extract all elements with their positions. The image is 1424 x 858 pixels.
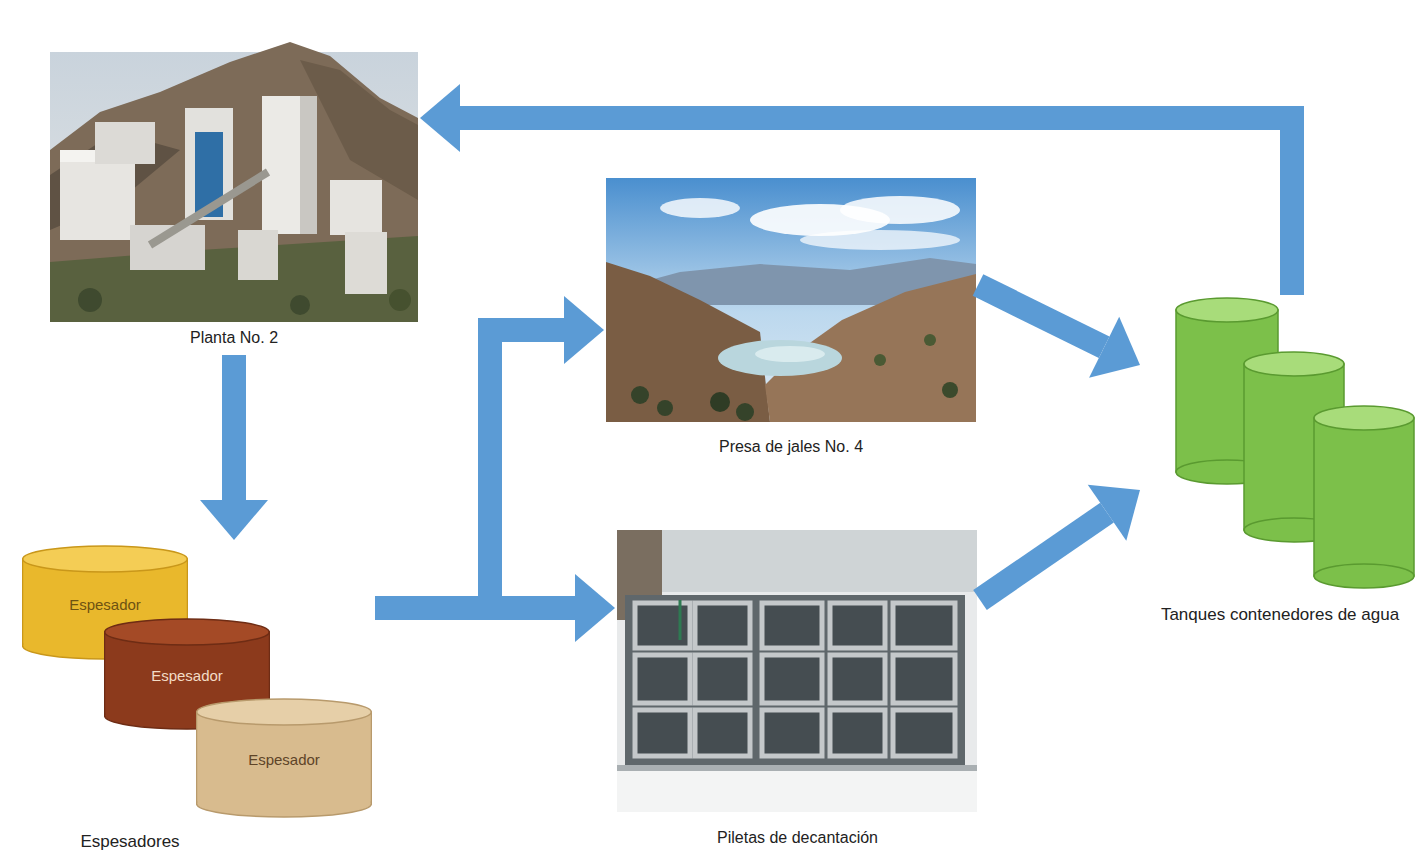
plant-photo [50,42,418,322]
arrow-shaft [460,118,1292,295]
photo-node: Piletas de decantación [615,528,980,853]
cylinder-label: Espesador [67,595,143,615]
arrow-head [1088,485,1140,541]
node-caption: Planta No. 2 [188,328,280,348]
flow-arrow [420,84,1292,295]
node-caption: Tanques contenedores de agua [1159,605,1401,625]
cylinder-label: Espesador [246,750,322,770]
thickener-cylinder: Espesador [196,698,372,818]
water-tanks-figure [1176,298,1414,588]
flow-arrow [980,485,1140,600]
tailings-dam-photo [606,178,976,422]
text-holder: Espesador [22,595,188,615]
arrow-shaft [375,596,575,620]
arrow-head [564,296,604,364]
text-holder: Espesador [196,750,372,770]
node-caption: Piletas de decantación [715,828,880,848]
node-caption: Espesadores [78,832,181,852]
tank-node: Tanques contenedores de agua [1140,295,1420,630]
node-caption: Presa de jales No. 4 [717,437,865,457]
arrow-head [200,500,268,540]
thickener-group: EspesadoresEspesadorEspesadorEspesador [15,540,375,856]
text-holder: Planta No. 2 [48,328,420,348]
arrow-head [575,574,615,642]
flow-arrow [375,296,604,608]
text-holder: Espesadores [35,832,225,852]
flow-arrow [200,355,268,540]
cylinder-label: Espesador [149,666,225,686]
arrow-head [1089,317,1140,378]
arrow-shaft [222,355,246,500]
arrow-shaft [980,513,1107,600]
arrow-shaft [375,330,564,608]
photo-node: Presa de jales No. 4 [604,176,978,462]
arrow-shaft [978,285,1104,347]
text-holder: Tanques contenedores de agua [1140,605,1420,625]
text-holder: Piletas de decantación [615,828,980,848]
settling-tanks-photo [617,530,977,812]
arrow-head [420,84,460,152]
photo-node: Planta No. 2 [48,50,420,355]
flow-arrow [375,574,615,642]
text-holder: Presa de jales No. 4 [604,437,978,457]
flow-arrow [978,285,1140,378]
text-holder: Espesador [104,666,270,686]
